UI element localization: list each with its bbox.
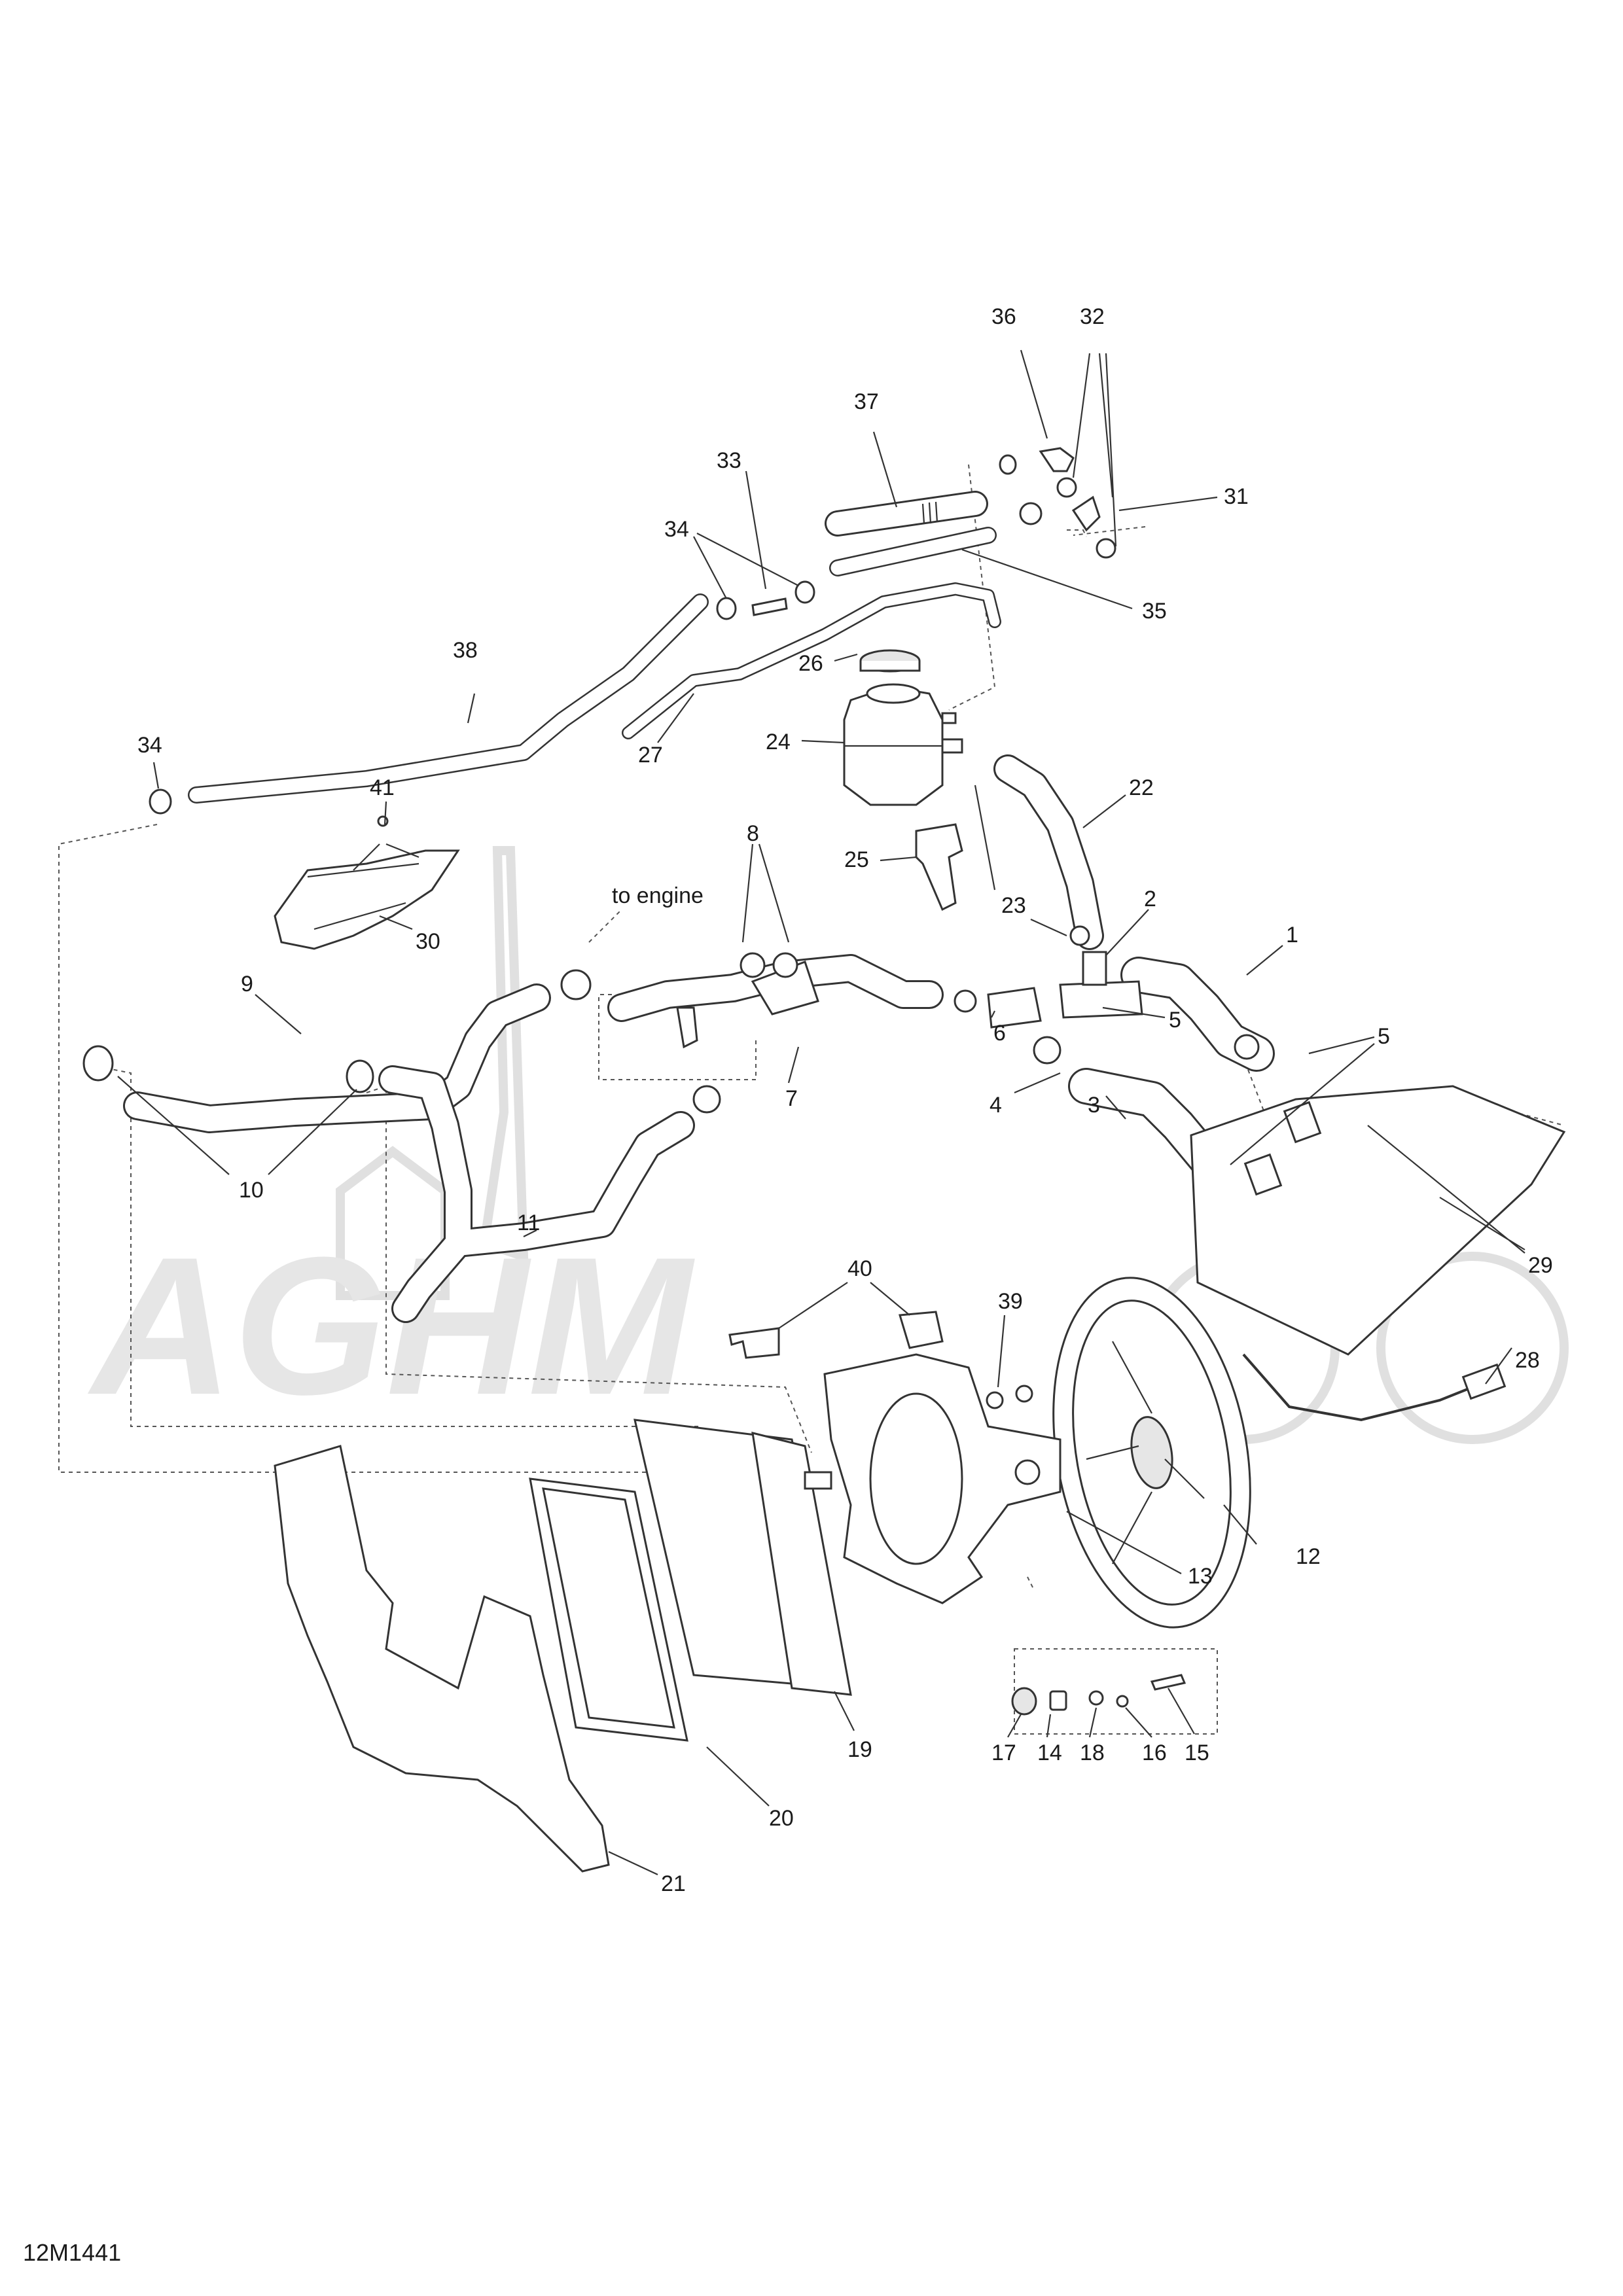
callout-14: 14 <box>1037 1740 1062 1765</box>
callout-4: 4 <box>990 1093 1002 1118</box>
guard-21 <box>274 1445 610 1873</box>
callout-1: 1 <box>1286 923 1298 947</box>
coupler-2 <box>1059 951 1143 1019</box>
tabs-40 <box>728 1311 944 1359</box>
callout-20: 20 <box>769 1806 794 1831</box>
bracket-25 <box>915 823 963 911</box>
callout-15: 15 <box>1185 1740 1209 1765</box>
svg-text:AGHM: AGHM <box>86 1216 697 1436</box>
callout-36: 36 <box>991 304 1016 329</box>
callout-41: 41 <box>370 775 395 800</box>
wire-28 <box>1242 1353 1507 1422</box>
hose-27 <box>622 582 1001 739</box>
coupler-6 <box>987 987 1042 1029</box>
callout-7: 7 <box>785 1086 798 1111</box>
callout-34: 34 <box>137 733 162 758</box>
callout-11: 11 <box>517 1210 540 1235</box>
hose-35 <box>829 527 997 576</box>
screen-20 <box>529 1477 688 1742</box>
watermark: AGHM <box>86 846 1569 1444</box>
callout-18: 18 <box>1080 1740 1105 1765</box>
hose-9 <box>123 983 551 1133</box>
callout-5: 5 <box>1169 1008 1181 1033</box>
callout-23: 23 <box>1001 893 1026 918</box>
callout-27: 27 <box>638 743 663 768</box>
shroud-29 <box>1190 1085 1566 1356</box>
callout-24: 24 <box>766 730 791 754</box>
callout-6: 6 <box>993 1021 1006 1046</box>
duct-30 <box>274 849 460 950</box>
callout-30: 30 <box>416 929 440 954</box>
pipe-7 <box>607 954 944 1049</box>
fittings-top <box>149 447 1116 827</box>
callout-37: 37 <box>854 389 879 414</box>
callout-29: 29 <box>1528 1253 1553 1278</box>
callout-39: 39 <box>998 1289 1023 1314</box>
callout-9: 9 <box>241 972 253 997</box>
hardware-kit <box>1011 1674 1186 1716</box>
sleeves-10 <box>82 1045 374 1093</box>
callout-3: 3 <box>1088 1093 1100 1118</box>
callout-16: 16 <box>1142 1740 1167 1765</box>
callout-13: 13 <box>1188 1564 1213 1589</box>
callout-31: 31 <box>1224 484 1249 509</box>
cap-26 <box>859 649 921 673</box>
callout-5: 5 <box>1378 1024 1390 1049</box>
callout-32: 32 <box>1080 304 1105 329</box>
callout-38: 38 <box>453 638 478 663</box>
hose-11 <box>378 1065 695 1323</box>
hose-22 <box>993 754 1104 950</box>
callout-25: 25 <box>844 847 869 872</box>
callout-10: 10 <box>239 1178 264 1203</box>
note-to-engine: to engine <box>612 883 704 908</box>
expansion-tank-24 <box>843 683 963 806</box>
callout-28: 28 <box>1515 1348 1540 1373</box>
fan-12 <box>1052 1277 1251 1629</box>
callout-21: 21 <box>661 1871 686 1896</box>
callout-35: 35 <box>1142 599 1167 624</box>
drawing-code: 12M1441 <box>23 2239 121 2266</box>
leader-lines <box>117 349 1525 1875</box>
callout-2: 2 <box>1144 887 1156 911</box>
callout-33: 33 <box>717 448 741 473</box>
callout-12: 12 <box>1296 1544 1321 1569</box>
callout-40: 40 <box>847 1256 872 1281</box>
callout-19: 19 <box>847 1737 872 1762</box>
bracket-13 <box>823 1353 1061 1604</box>
callout-17: 17 <box>991 1740 1016 1765</box>
hose-38 <box>188 593 709 804</box>
hose-37 <box>825 491 988 537</box>
callout-26: 26 <box>798 651 823 676</box>
grommets-39 <box>986 1385 1033 1409</box>
callout-labels: 1 2 3 4 5 5 6 7 8 9 10 11 12 13 14 15 16… <box>23 304 1553 2266</box>
callout-34: 34 <box>664 517 689 542</box>
callout-22: 22 <box>1129 775 1154 800</box>
radiator-19 <box>633 1419 852 1696</box>
callout-8: 8 <box>747 821 759 846</box>
